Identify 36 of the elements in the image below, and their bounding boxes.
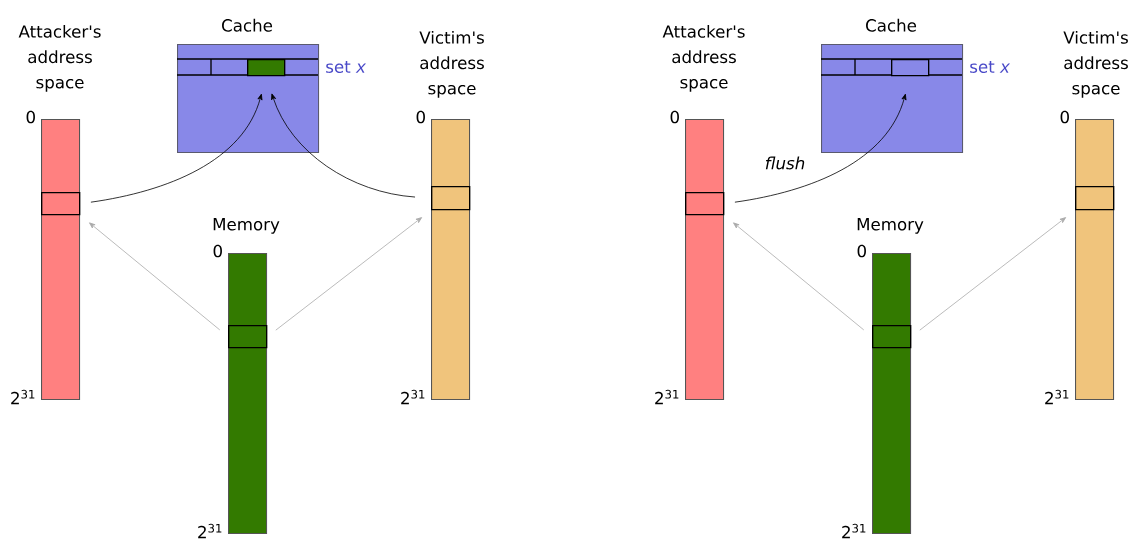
heading: Attacker's address space xyxy=(18,24,101,92)
axis-label: 0 xyxy=(670,110,679,124)
heading: Victim's address space xyxy=(419,30,484,98)
heading: Cache xyxy=(866,18,917,32)
arrow xyxy=(275,217,423,331)
heading: Memory xyxy=(213,218,280,234)
heading: Victim's address space xyxy=(1063,30,1128,98)
arrow xyxy=(734,93,907,203)
heading: Attacker's address space xyxy=(662,24,745,92)
arrow xyxy=(89,222,221,331)
axis-label: 2$^{31}$ xyxy=(401,389,425,405)
memory-block xyxy=(872,325,912,349)
edge-label: flush xyxy=(765,156,805,170)
memory-block xyxy=(685,192,725,216)
axis-label: 2$^{31}$ xyxy=(198,523,222,539)
axis-label: 0 xyxy=(857,244,866,258)
axis-label: 2$^{31}$ xyxy=(1045,389,1069,405)
axis-label: 0 xyxy=(416,110,425,124)
axis-label: 0 xyxy=(26,110,35,124)
memory-block xyxy=(431,186,471,211)
axis-label: 2$^{31}$ xyxy=(655,389,679,405)
memory-block xyxy=(1075,186,1115,211)
axis-label: 0 xyxy=(213,244,222,258)
arrow xyxy=(90,93,263,203)
memory-block xyxy=(228,325,268,349)
heading: Cache xyxy=(222,18,273,32)
axis-label: 0 xyxy=(1060,110,1069,124)
arrow xyxy=(733,222,865,331)
memory-block xyxy=(41,192,81,216)
set-label: set x xyxy=(326,61,367,73)
heading: Memory xyxy=(857,218,924,234)
axis-label: 2$^{31}$ xyxy=(842,523,866,539)
arrow xyxy=(919,217,1067,331)
axis-label: 2$^{31}$ xyxy=(11,389,35,405)
set-label: set x xyxy=(970,61,1011,73)
arrow xyxy=(271,93,416,198)
